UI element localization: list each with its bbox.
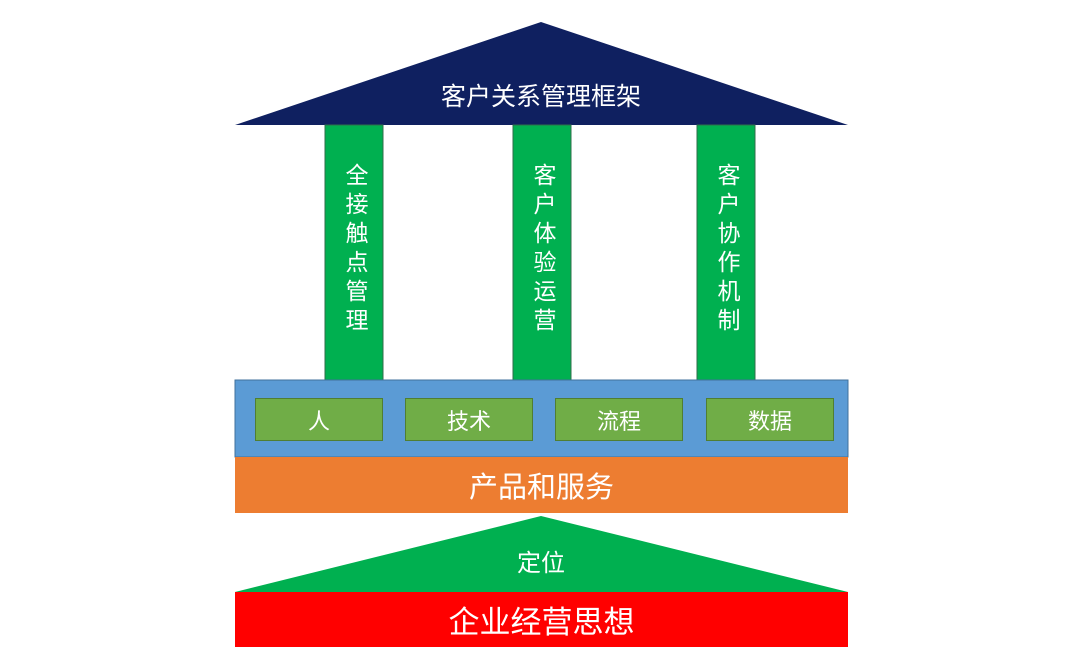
base-label: 企业经营思想	[448, 605, 635, 641]
positioning-label: 定位	[517, 548, 565, 577]
products-label: 产品和服务	[468, 470, 614, 504]
pillar-label: 客户协作机制	[713, 163, 739, 337]
base-band	[235, 592, 848, 647]
positioning-triangle	[235, 516, 848, 592]
foundation-item: 人	[255, 398, 383, 441]
foundation-item: 技术	[405, 398, 533, 441]
pillar-2	[512, 124, 572, 382]
foundation-item: 流程	[555, 398, 683, 441]
roof-title: 客户关系管理框架	[440, 82, 641, 111]
products-band	[235, 457, 848, 513]
foundation-item: 数据	[706, 398, 834, 441]
pillar-label: 客户体验运营	[529, 163, 555, 337]
pillar-label: 全接触点管理	[341, 163, 367, 337]
roof-triangle	[235, 22, 848, 125]
